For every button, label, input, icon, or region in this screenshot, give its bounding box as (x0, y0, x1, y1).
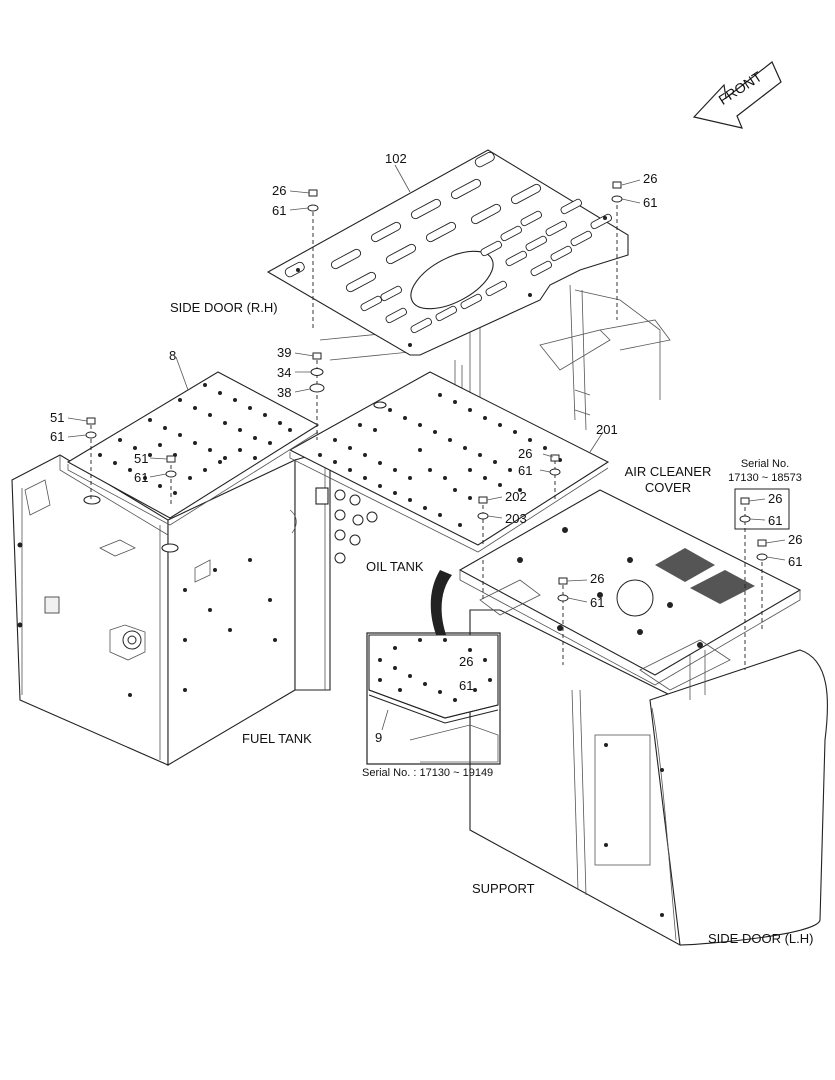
plate-102 (266, 149, 629, 356)
part-61-label: 61 (272, 203, 287, 218)
plate-201 (288, 371, 610, 553)
air-cleaner-cover-plate (458, 489, 802, 700)
fuel-tank (11, 454, 296, 766)
part-26-label: 26 (518, 446, 533, 461)
front-arrow-icon (692, 61, 782, 129)
side-door-lh-label: SIDE DOOR (L.H) (708, 931, 814, 946)
part-201-label: 201 (596, 422, 618, 437)
part-26-label: 26 (459, 654, 474, 669)
part-61-label: 61 (518, 463, 533, 478)
serial-box-range: 17130 ~ 18573 (728, 472, 802, 484)
support-housing (469, 609, 829, 946)
serial-box-title: Serial No. (740, 458, 790, 470)
part-202-label: 202 (505, 489, 527, 504)
part-26-label: 26 (788, 532, 803, 547)
air-cleaner-cover-label: AIR CLEANER COVER (618, 465, 718, 494)
part-51-label: 51 (134, 451, 149, 466)
serial-box (734, 488, 790, 530)
part-61-label: 61 (50, 429, 65, 444)
inset-serial-caption: Serial No. : 17130 ~ 19149 (362, 767, 494, 779)
part-26-label: 26 (272, 183, 287, 198)
part-61-label: 61 (590, 595, 605, 610)
part-26-label: 26 (768, 491, 783, 506)
frame-structure (319, 284, 671, 431)
part-26-label: 26 (643, 171, 658, 186)
part-203-label: 203 (505, 511, 527, 526)
plate-8 (66, 371, 320, 526)
air-cleaner-label-line-2: COVER (644, 480, 692, 495)
side-door-rh-label: SIDE DOOR (R.H) (170, 300, 278, 315)
part-9-label: 9 (375, 730, 383, 745)
part-51-label: 51 (50, 410, 65, 425)
part-8-label: 8 (169, 348, 177, 363)
part-61-label: 61 (134, 470, 149, 485)
mesh-grille-icon (655, 548, 755, 604)
oil-tank-label: OIL TANK (366, 559, 424, 574)
part-102-label: 102 (385, 151, 407, 166)
serial-box-caption: Serial No. 17130 ~ 18573 (720, 459, 810, 484)
part-38-label: 38 (277, 385, 292, 400)
part-39-label: 39 (277, 345, 292, 360)
part-61-label: 61 (643, 195, 658, 210)
part-61-label: 61 (459, 678, 474, 693)
fuel-tank-label: FUEL TANK (242, 731, 312, 746)
leader-lines (67, 164, 786, 731)
oil-tank (289, 449, 378, 691)
slots-group (330, 178, 612, 334)
support-label: SUPPORT (472, 881, 535, 896)
part-61-label: 61 (788, 554, 803, 569)
detail-inset (366, 570, 501, 765)
air-cleaner-label-line-1: AIR CLEANER (624, 464, 712, 479)
part-34-label: 34 (277, 365, 292, 380)
part-61-label: 61 (768, 513, 783, 528)
part-26-label: 26 (590, 571, 605, 586)
